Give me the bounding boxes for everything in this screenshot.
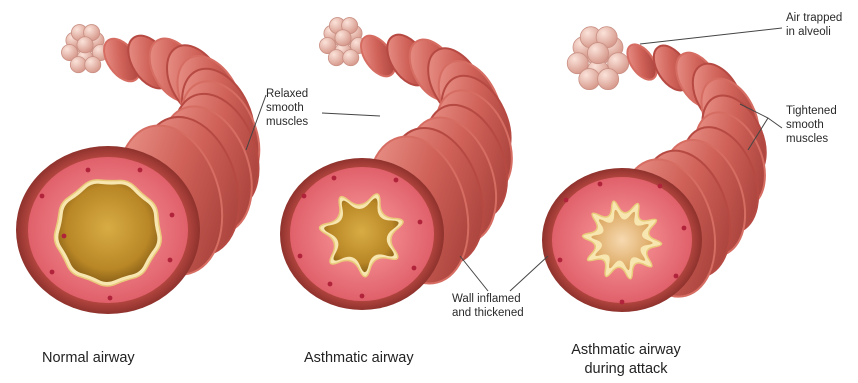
label-line: and thickened — [452, 306, 524, 320]
leader-wall-1 — [460, 256, 488, 291]
gland-dot — [558, 258, 563, 263]
alveoli-asthmatic — [319, 18, 366, 66]
gland-dot — [40, 194, 45, 199]
gland-dot — [418, 220, 423, 225]
wall-inflamed-label: Wall inflamed and thickened — [452, 292, 524, 320]
alveolus — [328, 50, 344, 66]
caption-asthmatic-attack: Asthmatic airway during attack — [556, 341, 696, 379]
gland-dot — [108, 296, 113, 301]
gland-dot — [598, 182, 603, 187]
alveolus — [70, 57, 86, 73]
gland-dot — [298, 254, 303, 259]
leader-relaxed — [322, 113, 380, 116]
caption-normal-airway: Normal airway — [42, 349, 135, 368]
tightened-muscles-label: Tightened smooth muscles — [786, 104, 837, 146]
leader-air-trapped — [640, 28, 782, 44]
alveolus — [587, 43, 608, 64]
air-trapped-label: Air trapped in alveoli — [786, 11, 842, 39]
gland-dot — [328, 282, 333, 287]
label-line: smooth — [266, 101, 308, 115]
alveolus — [85, 57, 101, 73]
gland-dot — [682, 226, 687, 231]
label-line: muscles — [786, 132, 837, 146]
gland-dot — [360, 294, 365, 299]
relaxed-muscles-label: Relaxed smooth muscles — [266, 87, 308, 129]
gland-dot — [302, 194, 307, 199]
gland-dot — [138, 168, 143, 173]
label-line: Air trapped — [786, 11, 842, 25]
gland-dot — [412, 266, 417, 271]
label-line: smooth — [786, 118, 837, 132]
gland-dot — [564, 198, 569, 203]
gland-dot — [168, 258, 173, 263]
gland-dot — [394, 178, 399, 183]
alveoli-attack — [567, 27, 629, 90]
alveolus — [598, 69, 619, 90]
leader-wall-2 — [510, 256, 548, 291]
gland-dot — [62, 234, 67, 239]
gland-dot — [332, 176, 337, 181]
alveolus — [343, 50, 359, 66]
alveolus — [77, 37, 93, 53]
alveolus — [579, 69, 600, 90]
caption-line: during attack — [556, 360, 696, 379]
caption-line: Asthmatic airway — [556, 341, 696, 360]
gland-dot — [620, 300, 625, 305]
gland-dot — [86, 168, 91, 173]
alveoli-normal — [61, 25, 108, 73]
gland-dot — [170, 213, 175, 218]
label-line: muscles — [266, 115, 308, 129]
gland-dot — [658, 184, 663, 189]
label-line: Tightened — [786, 104, 837, 118]
gland-dot — [674, 274, 679, 279]
caption-asthmatic-airway: Asthmatic airway — [304, 349, 414, 368]
label-line: in alveoli — [786, 25, 842, 39]
label-line: Relaxed — [266, 87, 308, 101]
label-line: Wall inflamed — [452, 292, 524, 306]
gland-dot — [50, 270, 55, 275]
alveolus — [335, 30, 351, 46]
